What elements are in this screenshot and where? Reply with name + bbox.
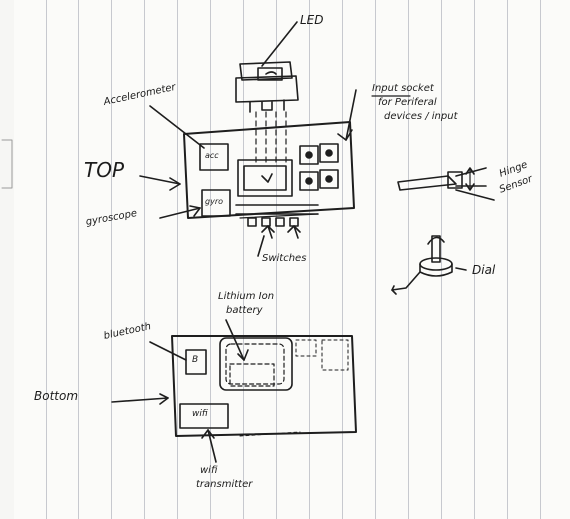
margin-bracket xyxy=(2,140,12,188)
bottom-board xyxy=(172,336,356,436)
led-pointer-line xyxy=(262,22,297,66)
input-socket-label-line1: Input socket xyxy=(372,84,434,94)
bluetooth-arrow xyxy=(150,342,186,360)
top-label: TOP xyxy=(84,160,124,180)
accelerometer-chip-label: acc xyxy=(205,152,219,160)
wifi-transmitter-label-line1: wifi xyxy=(200,466,217,476)
led-component xyxy=(236,62,298,112)
bottom-arrow xyxy=(112,398,168,402)
top-board xyxy=(184,122,354,226)
led-label: LED xyxy=(300,14,324,26)
input-sockets xyxy=(300,144,338,190)
battery-label-line2: battery xyxy=(226,306,263,316)
projection-lines xyxy=(256,112,286,162)
dial-arrow xyxy=(456,268,466,270)
input-socket-label-line3: devices / input xyxy=(384,112,458,122)
battery-arrow xyxy=(226,320,244,360)
wifi-chip-label: wifi xyxy=(192,410,208,419)
dial-sketch xyxy=(392,236,466,294)
hinge-sensor xyxy=(398,168,494,200)
accelerometer-arrow xyxy=(150,106,204,148)
input-socket-label-line2: for Periferal xyxy=(378,98,437,108)
battery-label-line1: Lithium Ion xyxy=(218,292,274,302)
gyroscope-chip-label: gyro xyxy=(205,198,223,206)
bluetooth-chip-label: B xyxy=(192,356,198,365)
switches-label: Switches xyxy=(262,254,306,264)
wifi-transmitter-label-line2: transmitter xyxy=(196,480,252,490)
bottom-label: Bottom xyxy=(34,390,78,402)
dial-label: Dial xyxy=(472,264,495,276)
switch-row xyxy=(248,218,298,226)
